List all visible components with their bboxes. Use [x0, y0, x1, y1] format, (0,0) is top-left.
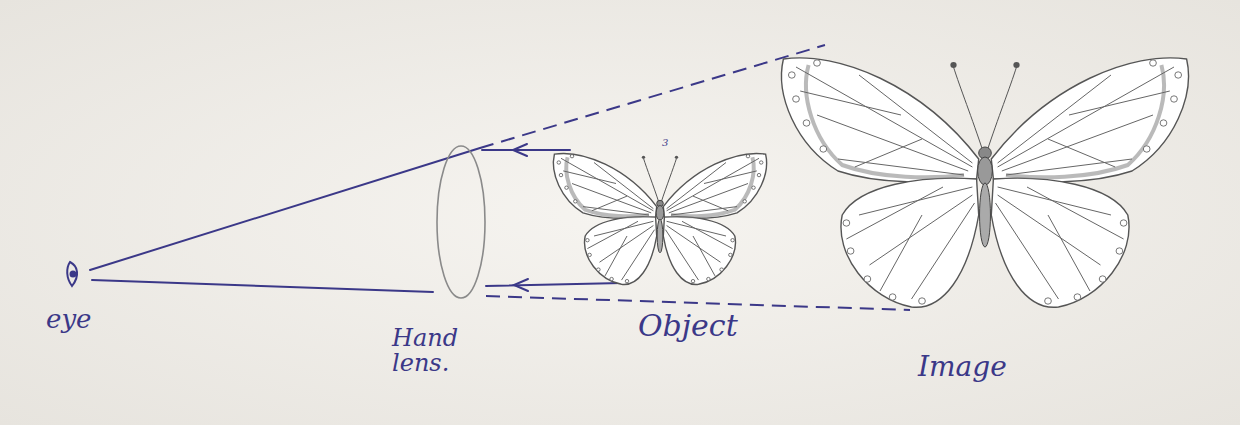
- label: eye: [46, 306, 91, 333]
- hand-lens: [437, 146, 485, 298]
- label: Hand lens.: [392, 326, 472, 376]
- eye-symbol: [67, 262, 77, 286]
- label: Object: [638, 310, 738, 342]
- label: Image: [918, 352, 1007, 381]
- callout-number: 3: [662, 138, 668, 149]
- light-rays: [90, 144, 622, 292]
- object-butterfly: [553, 153, 766, 284]
- image-butterfly: [782, 58, 1189, 307]
